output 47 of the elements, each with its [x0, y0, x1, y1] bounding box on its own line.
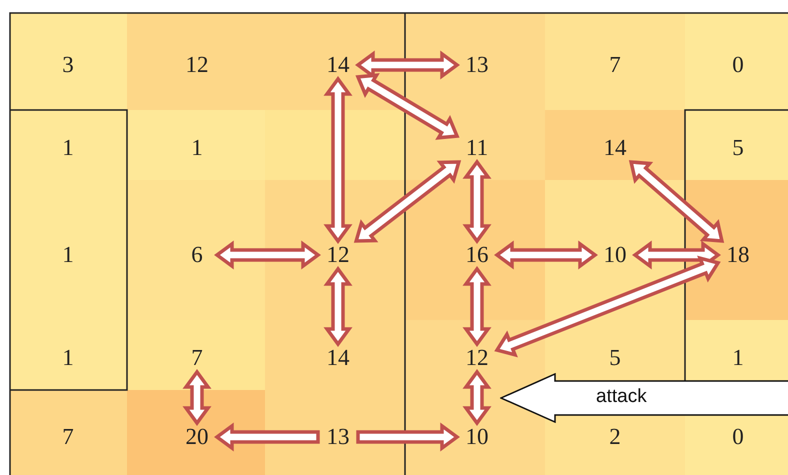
cell-value: 0 [716, 424, 760, 450]
double-arrow [494, 240, 598, 270]
cell-value: 12 [175, 52, 219, 78]
double-arrow [324, 266, 352, 347]
double-arrow [462, 266, 492, 347]
cell-value: 20 [175, 424, 219, 450]
cell-value: 7 [593, 52, 637, 78]
cell-value: 18 [716, 242, 760, 268]
cell-value: 13 [455, 52, 499, 78]
cell-value: 0 [716, 52, 760, 78]
cell-value: 12 [316, 242, 360, 268]
double-arrow [182, 369, 212, 426]
double-arrow [214, 240, 321, 270]
double-arrow [355, 50, 460, 80]
cell-value: 1 [46, 135, 90, 161]
cell-value: 6 [175, 242, 219, 268]
double-arrow [628, 160, 724, 243]
double-arrow [354, 160, 462, 243]
callout-text: attack [596, 386, 647, 408]
double-arrow [324, 76, 352, 244]
double-arrow [494, 256, 721, 358]
cell-value: 13 [316, 424, 360, 450]
double-arrow [462, 369, 492, 426]
cell-value: 14 [593, 135, 637, 161]
cell-value: 11 [455, 135, 499, 161]
cell-value: 16 [455, 242, 499, 268]
cell-value: 12 [455, 345, 499, 371]
callout-arrow [500, 373, 788, 423]
cell-value: 10 [593, 242, 637, 268]
arrow [356, 422, 460, 452]
cell-value: 5 [716, 135, 760, 161]
cell-value: 3 [46, 52, 90, 78]
double-arrow [355, 73, 460, 140]
cell-value: 1 [46, 242, 90, 268]
cell-value: 5 [593, 345, 637, 371]
cell-value: 1 [46, 345, 90, 371]
cell-value: 7 [175, 345, 219, 371]
cell-value: 7 [46, 424, 90, 450]
cell-value: 14 [316, 52, 360, 78]
arrow [214, 422, 320, 452]
double-arrow [462, 159, 492, 244]
cell-value: 1 [716, 345, 760, 371]
cell-value: 1 [175, 135, 219, 161]
cell-value: 10 [455, 424, 499, 450]
cell-value: 14 [316, 345, 360, 371]
cell-value: 2 [593, 424, 637, 450]
double-arrow [632, 240, 721, 270]
